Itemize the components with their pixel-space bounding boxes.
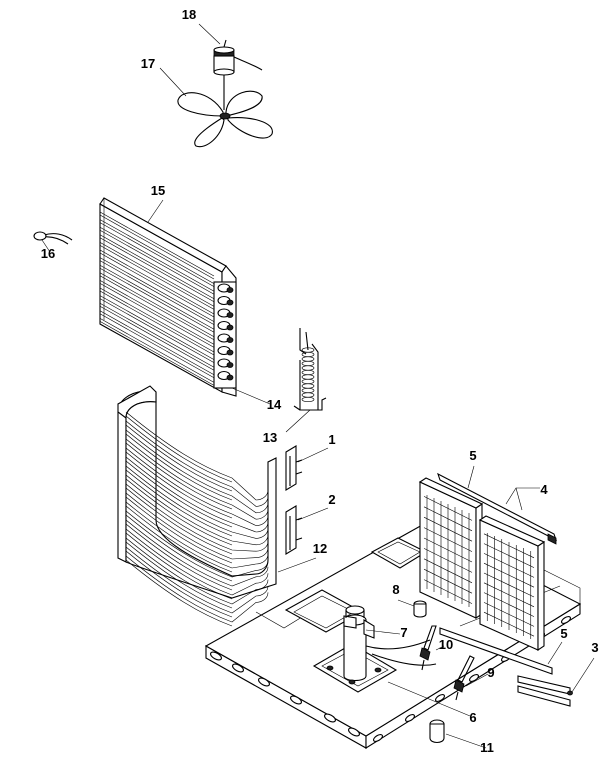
filter-screen-right: [478, 515, 546, 652]
callout-c16: 16: [41, 246, 55, 261]
filter-rail-top: [437, 472, 557, 545]
callout-c10: 10: [439, 637, 453, 652]
callout-c14: 14: [267, 397, 282, 412]
cap-11: [429, 719, 445, 744]
capillary-assembly: [293, 328, 327, 411]
relay-bracket-1: [285, 445, 303, 491]
callout-c18: 18: [182, 7, 196, 22]
callout-c5b: 5: [560, 626, 567, 641]
callout-c13: 13: [263, 430, 277, 445]
callout-c11: 11: [480, 740, 494, 755]
callout-c3: 3: [591, 640, 598, 655]
suction-fitting: [419, 625, 437, 671]
compressor: [312, 605, 437, 693]
leader-lines: [41, 23, 595, 749]
callout-c7: 7: [400, 625, 407, 640]
sensor-bulb: [33, 231, 73, 245]
side-bracket: [517, 675, 573, 707]
callout-c5a: 5: [469, 448, 476, 463]
discharge-fitting: [453, 655, 475, 701]
evaporator-coil: [99, 197, 237, 397]
filter-rail-bottom: [439, 627, 553, 675]
condenser-coil: [117, 385, 277, 627]
relay-bracket-2: [285, 505, 303, 555]
drier-cap: [413, 600, 427, 618]
callout-c12: 12: [313, 541, 327, 556]
callout-c1: 1: [328, 432, 335, 447]
callout-c17: 17: [141, 56, 155, 71]
callout-c9: 9: [487, 665, 494, 680]
callout-c2: 2: [328, 492, 335, 507]
fan-blade: [177, 90, 273, 148]
callout-c4: 4: [540, 482, 548, 497]
callout-c8: 8: [392, 582, 399, 597]
callout-c15: 15: [151, 183, 165, 198]
callout-c6: 6: [469, 710, 476, 725]
fan-motor: [213, 39, 263, 110]
